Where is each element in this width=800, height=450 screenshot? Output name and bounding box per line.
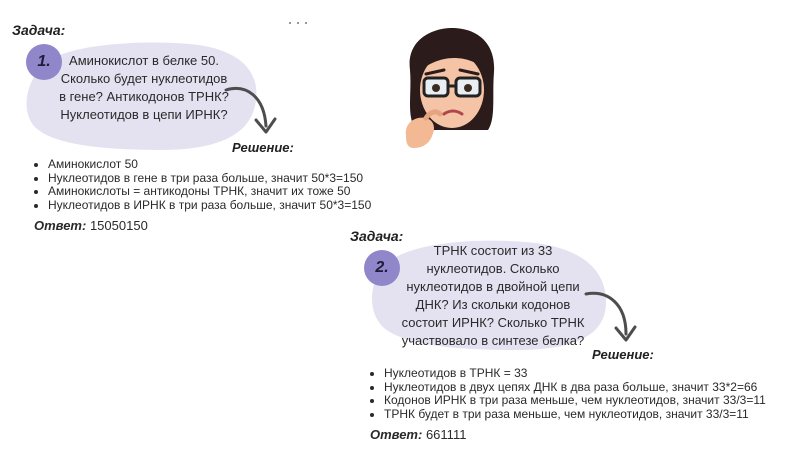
list-item: ТРНК будет в три раза меньше, чем нуклео… (384, 407, 766, 422)
task2-blob (372, 240, 606, 350)
task1-blob (26, 42, 257, 150)
list-item: Кодонов ИРНК в три раза меньше, чем нукл… (384, 394, 766, 408)
task2-line: нуклеотидов в двойной цепи (406, 279, 580, 294)
list-item: Нуклеотидов в двух цепях ДНК в два раза … (384, 380, 766, 395)
list-item: Нуклеотидов в гене в три раза больше, зн… (48, 171, 371, 186)
list-item: Нуклеотидов в ИРНК в три раза больше, зн… (48, 198, 371, 213)
list-item: Аминокислоты = антикодоны ТРНК, значит и… (48, 185, 371, 199)
list-item: Нуклеотидов в ТРНК = 33 (384, 366, 766, 381)
task1-answer: Ответ: 15050150 (34, 218, 148, 233)
task1-line: Сколько будет нуклеотидов (60, 71, 228, 86)
task1-answer-value: 15050150 (89, 218, 148, 233)
task1-line: Аминокислот в белке 50. (69, 53, 219, 68)
task2-answer: Ответ: 661111 (370, 427, 466, 442)
task1-label: Задача: (12, 22, 66, 38)
task1-number-badge: 1. (26, 44, 62, 80)
task2-line: участвовало в синтезе белка? (401, 333, 585, 348)
task1-answer-label: Ответ: (34, 218, 87, 233)
task2-number-badge: 2. (364, 250, 400, 286)
task1-solution-label: Решение: (232, 140, 294, 155)
thinking-girl-emoji-icon (405, 28, 495, 148)
task2-question: ТРНК состоит из 33 нуклеотидов. Сколько … (398, 242, 588, 350)
task2-line: ТРНК состоит из 33 (433, 243, 553, 258)
task2-line: состоит ИРНК? Сколько ТРНК (401, 315, 585, 330)
task2-line: ДНК? Из скольки кодонов (415, 297, 571, 312)
task1-solution-list: Аминокислот 50 Нуклеотидов в гене в три … (34, 157, 371, 213)
task2-label: Задача: (350, 228, 404, 244)
task1-line: в гене? Антикодонов ТРНК? (59, 89, 229, 104)
list-item: Аминокислот 50 (48, 157, 371, 172)
task2-solution-label: Решение: (592, 347, 654, 362)
task2-answer-label: Ответ: (370, 427, 423, 442)
task2-answer-value: 661111 (425, 427, 467, 442)
task1-curved-arrow-icon (224, 87, 277, 134)
task2-line: нуклеотидов. Сколько (426, 261, 560, 276)
top-dots (288, 12, 308, 24)
task1-question: Аминокислот в белке 50. Сколько будет ну… (54, 52, 234, 124)
task1-line: Нуклеотидов в цепи ИРНК? (60, 107, 228, 122)
task2-curved-arrow-icon (584, 291, 637, 342)
task2-solution-list: Нуклеотидов в ТРНК = 33 Нуклеотидов в дв… (370, 366, 766, 422)
